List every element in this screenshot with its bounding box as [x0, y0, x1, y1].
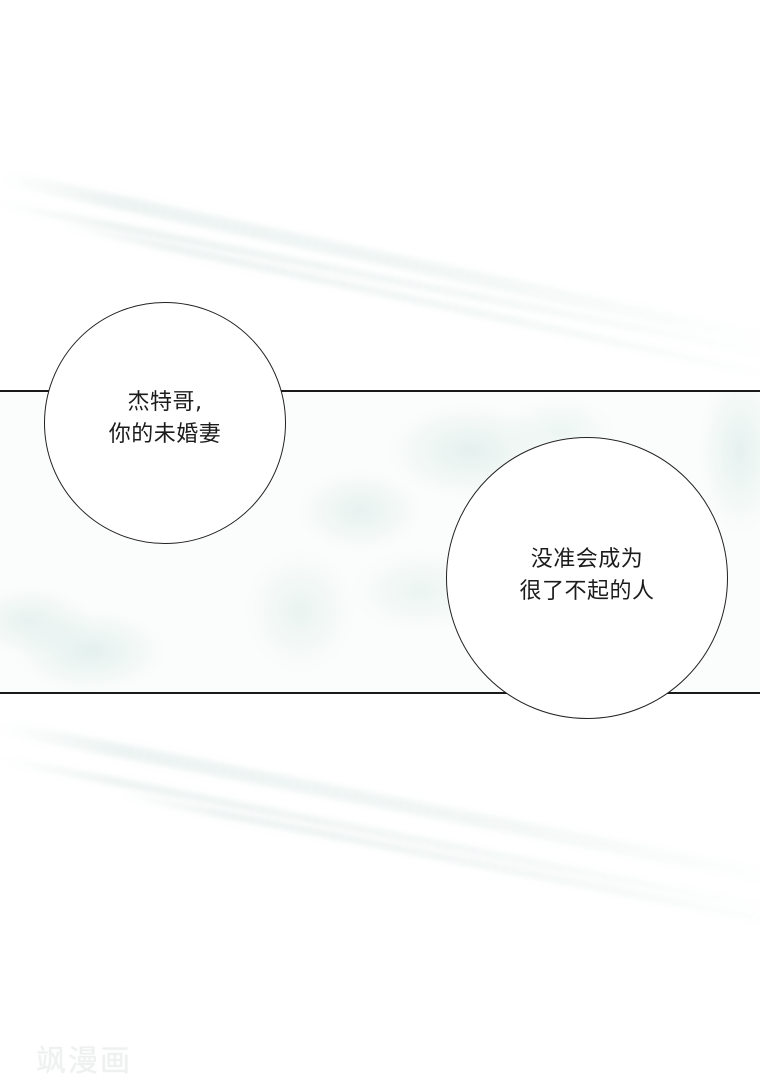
- speech-bubble-text: 杰特哥, 你的未婚妻: [109, 387, 222, 451]
- speech-line: 你的未婚妻: [108, 422, 222, 447]
- speech-bubble-text: 没准会成为 很了不起的人: [519, 544, 654, 608]
- panel-border-bottom: [0, 692, 760, 694]
- watermark-logo: 飒漫画: [36, 1044, 132, 1079]
- speech-bubble-right: 没准会成为 很了不起的人: [446, 437, 728, 719]
- speech-line: 没准会成为: [530, 547, 644, 572]
- background-streak: [0, 720, 760, 891]
- panel-border-top: [0, 390, 760, 392]
- speech-bubble-left: 杰特哥, 你的未婚妻: [44, 302, 286, 544]
- speech-line: 很了不起的人: [519, 579, 655, 604]
- speech-line: 杰特哥,: [127, 390, 203, 415]
